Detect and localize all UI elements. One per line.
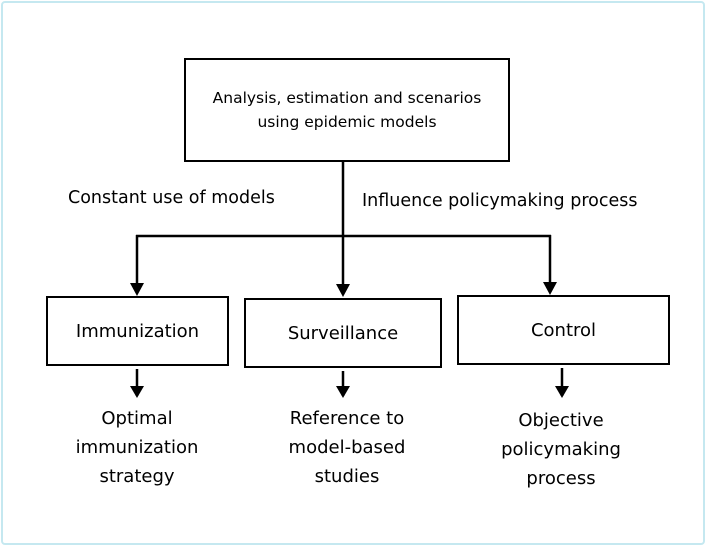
surveillance-box-label: Surveillance [287,322,399,344]
edge-label-left: Constant use of models [68,188,275,208]
control-box: Control [457,295,670,365]
arrowhead-surveillance [336,284,350,297]
control-box-label: Control [530,319,597,341]
outcome-arrowhead-immunization [130,386,144,398]
edge-label-right: Influence policymaking process [362,191,638,211]
arrowhead-control [543,282,557,295]
arrowhead-immunization [130,283,144,296]
outcome-control: Objective policymaking process [501,410,621,489]
outcome-arrowhead-surveillance [336,386,350,398]
outcome-arrowhead-control [555,386,569,398]
top-box-text: Analysis, estimation and scenarios using… [212,89,482,131]
surveillance-box: Surveillance [244,298,442,368]
immunization-box: Immunization [46,296,229,366]
immunization-box-label: Immunization [75,320,200,342]
outcome-surveillance: Reference to model-based studies [288,408,406,487]
top-box: Analysis, estimation and scenarios using… [184,58,510,162]
outcome-immunization: Optimal immunization strategy [75,408,199,487]
